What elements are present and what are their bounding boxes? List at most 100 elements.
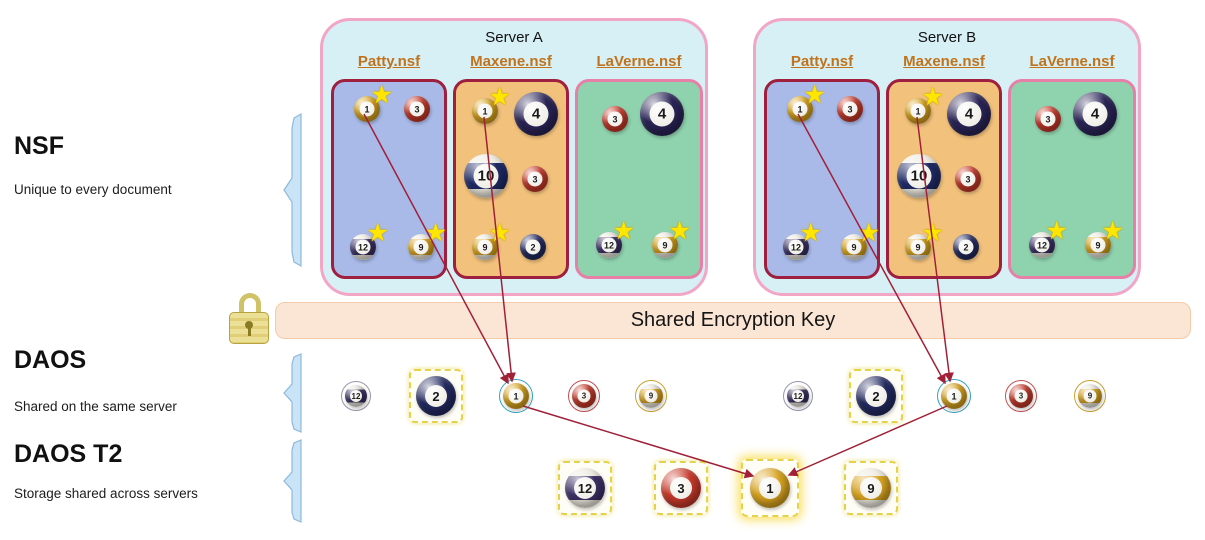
ball-number: 10 — [473, 163, 499, 189]
shared-encryption-key-label: Shared Encryption Key — [630, 309, 836, 331]
ball-number: 9 — [413, 239, 429, 255]
ball-number: 12 — [792, 390, 804, 402]
server-title: Server B — [917, 29, 977, 46]
daos-t2-object-box: 12 — [558, 461, 612, 515]
pool-ball-3: 3 — [572, 384, 596, 408]
pool-ball-9: 9 — [851, 468, 891, 508]
modified-star-icon: ★ — [803, 81, 826, 110]
db-label-maxene: Maxene.nsf — [903, 53, 985, 70]
pool-ball-9: 9★ — [652, 219, 691, 258]
pool-ball-1: 1 — [750, 468, 790, 508]
nsf-subtitle: Unique to every document — [14, 182, 172, 197]
pool-ball-9: 9★ — [905, 221, 944, 260]
pool-ball-1: 1★ — [472, 85, 511, 124]
pool-ball-12: 12 — [565, 468, 605, 508]
modified-star-icon: ★ — [921, 83, 944, 112]
daos-object-ring: 9 — [1074, 380, 1106, 412]
pool-ball-3: 3 — [602, 106, 628, 132]
daos-object-ring: 12 — [783, 381, 813, 411]
ball-number: 12 — [1034, 237, 1050, 253]
db-label-patty: Patty.nsf — [357, 53, 421, 70]
ball-number: 1 — [910, 103, 926, 119]
pool-ball-10: 10 — [897, 154, 941, 198]
ball-number: 9 — [846, 239, 862, 255]
pool-ball-4: 4 — [514, 92, 558, 136]
nsf-brace-icon — [283, 112, 302, 268]
pool-ball-2: 2 — [953, 234, 979, 260]
modified-star-icon: ★ — [424, 219, 447, 248]
daos-t2-object-box: 3 — [654, 461, 708, 515]
ball-number: 9 — [644, 389, 658, 403]
ball-number: 3 — [409, 101, 425, 117]
nsf-title: NSF — [14, 132, 64, 160]
pool-ball-9: 9★ — [472, 221, 511, 260]
ball-number: 3 — [842, 101, 858, 117]
pool-ball-10: 10 — [464, 154, 508, 198]
ball-number: 3 — [960, 171, 976, 187]
padlock-icon — [229, 293, 271, 345]
daos-subtitle: Shared on the same server — [14, 399, 177, 414]
pool-ball-4: 4 — [640, 92, 684, 136]
pool-ball-1: 1★ — [354, 83, 393, 122]
modified-star-icon: ★ — [612, 217, 635, 246]
daos-title: DAOS — [14, 346, 87, 374]
pool-ball-4: 4 — [947, 92, 991, 136]
pool-ball-3: 3 — [661, 468, 701, 508]
ball-number: 9 — [477, 239, 493, 255]
ball-number: 4 — [649, 101, 675, 127]
modified-star-icon: ★ — [921, 219, 944, 248]
modified-star-icon: ★ — [857, 219, 880, 248]
daos-object-ring: 9 — [635, 380, 667, 412]
ball-number: 9 — [910, 239, 926, 255]
pool-ball-9: 9★ — [1085, 219, 1124, 258]
pool-ball-9: 9★ — [408, 221, 447, 260]
pool-ball-12: 12★ — [783, 221, 822, 260]
ball-number: 1 — [792, 101, 808, 117]
pool-ball-2: 2 — [416, 376, 456, 416]
db-label-laverne: LaVerne.nsf — [1029, 53, 1115, 70]
ball-number: 3 — [1014, 389, 1028, 403]
keyhole-icon — [245, 321, 253, 336]
ball-number: 12 — [788, 239, 804, 255]
ball-number: 9 — [860, 477, 882, 499]
ball-number: 9 — [1090, 237, 1106, 253]
modified-star-icon: ★ — [1045, 217, 1068, 246]
daos-object-ring: 3 — [1005, 380, 1037, 412]
pool-ball-3: 3 — [1035, 106, 1061, 132]
daos-t2-object-box: 1 — [741, 459, 799, 517]
ball-number: 2 — [958, 239, 974, 255]
db-label-patty: Patty.nsf — [790, 53, 854, 70]
ball-number: 12 — [601, 237, 617, 253]
pool-ball-2: 2 — [856, 376, 896, 416]
modified-star-icon: ★ — [370, 81, 393, 110]
pool-ball-12: 12★ — [1029, 219, 1068, 258]
daos-object-ring: 1 — [499, 379, 533, 413]
pool-ball-2: 2 — [520, 234, 546, 260]
db-box-maxene: 1★ 4 10 3 9★ 2 — [453, 79, 569, 279]
daos-t2-object-box: 9 — [844, 461, 898, 515]
daos-object-ring: 1 — [937, 379, 971, 413]
pool-ball-3: 3 — [837, 96, 863, 122]
ball-number: 12 — [350, 390, 362, 402]
daos-t2-title: DAOS T2 — [14, 440, 123, 468]
modified-star-icon: ★ — [488, 219, 511, 248]
pool-ball-3: 3 — [404, 96, 430, 122]
ball-number: 3 — [527, 171, 543, 187]
ball-number: 1 — [508, 388, 524, 404]
daos-t2-subtitle: Storage shared across servers — [14, 486, 198, 501]
ball-number: 9 — [1083, 389, 1097, 403]
pool-ball-9: 9 — [1078, 384, 1102, 408]
ball-number: 3 — [607, 111, 623, 127]
daos-object-ring: 12 — [341, 381, 371, 411]
pool-ball-9: 9 — [639, 384, 663, 408]
pool-ball-9: 9★ — [841, 221, 880, 260]
pool-ball-1: 1 — [503, 383, 529, 409]
modified-star-icon: ★ — [799, 219, 822, 248]
pool-ball-12: 12★ — [596, 219, 635, 258]
modified-star-icon: ★ — [668, 217, 691, 246]
ball-number: 4 — [523, 101, 549, 127]
